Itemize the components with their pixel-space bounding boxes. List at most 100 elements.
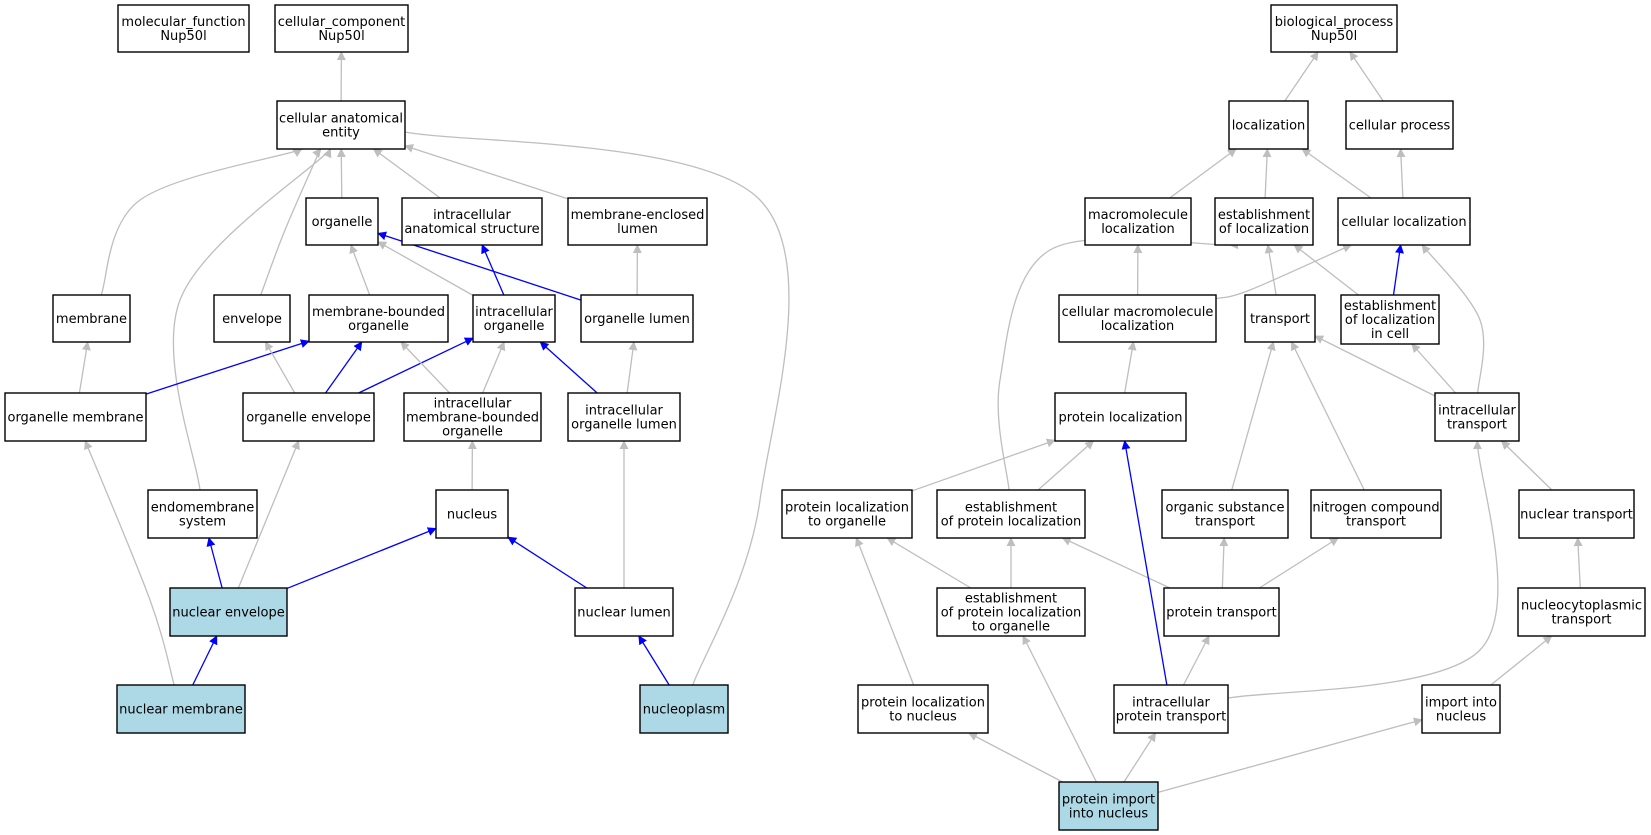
edge-organelle-to-cae: [336, 148, 346, 199]
node-box: [1345, 100, 1454, 150]
node-loc[interactable]: localization: [1228, 100, 1309, 150]
edge-nct2-to-nt: [1573, 537, 1583, 589]
node-box: [435, 489, 509, 539]
node-label-line: endomembrane: [151, 501, 255, 516]
node-ol[interactable]: organelle lumen: [580, 294, 694, 343]
edge-pt-to-epl: [1061, 537, 1171, 589]
node-envelope[interactable]: envelope: [213, 294, 291, 343]
node-box: [1161, 489, 1289, 539]
node-label-line: cellular anatomical: [279, 112, 403, 127]
node-label-line: establishment: [1344, 299, 1436, 314]
node-cp[interactable]: cellular process: [1345, 100, 1454, 150]
node-pl[interactable]: protein localization: [1054, 392, 1187, 442]
node-membrane[interactable]: membrane: [52, 294, 131, 343]
node-np[interactable]: nucleoplasm: [639, 684, 729, 734]
node-nucleus[interactable]: nucleus: [435, 489, 509, 539]
node-box: [274, 4, 409, 53]
node-box: [574, 587, 674, 637]
node-label-line: cellular process: [1349, 119, 1451, 134]
node-ne[interactable]: nuclear envelope: [169, 587, 288, 637]
node-label-line: nitrogen compound: [1312, 501, 1439, 516]
edge-om-to-membrane: [78, 341, 91, 394]
node-box: [242, 392, 375, 442]
node-label-line: intracellular: [475, 305, 553, 320]
edge-iol-to-io: [539, 341, 598, 394]
node-label-line: of protein localization: [941, 606, 1082, 621]
node-nt[interactable]: nuclear transport: [1518, 489, 1635, 539]
node-label-line: cellular macromolecule: [1062, 305, 1214, 320]
edge-pin-to-iin: [1157, 717, 1423, 794]
node-box: [1340, 294, 1440, 345]
node-organelle[interactable]: organelle: [305, 197, 379, 246]
edge-ne-to-es: [206, 537, 223, 589]
node-nl[interactable]: nuclear lumen: [574, 587, 674, 637]
node-label-line: of localization: [1345, 313, 1435, 328]
edge-eplo-to-plo: [886, 537, 972, 589]
node-label-line: to nucleus: [889, 710, 957, 725]
node-nm[interactable]: nuclear membrane: [116, 684, 246, 734]
edge-imbo-to-io: [482, 341, 506, 394]
node-box: [1058, 781, 1159, 831]
node-tr[interactable]: transport: [1244, 294, 1316, 343]
edge-it-to-cl: [1421, 244, 1485, 394]
node-box: [117, 4, 250, 53]
node-box: [1214, 197, 1314, 246]
node-label-line: organic substance: [1166, 501, 1285, 516]
node-pt[interactable]: protein transport: [1163, 587, 1280, 637]
edge-cml-to-cl: [1215, 244, 1352, 300]
node-label-line: nucleoplasm: [643, 703, 725, 718]
node-label-line: establishment: [1218, 208, 1310, 223]
node-label-line: import into: [1425, 696, 1497, 711]
node-label-line: intracellular: [1438, 404, 1516, 419]
node-box: [1310, 489, 1442, 539]
node-cl[interactable]: cellular localization: [1337, 197, 1471, 246]
edge-nm-to-om: [84, 440, 175, 686]
node-oe[interactable]: organelle envelope: [242, 392, 375, 442]
node-box: [1084, 197, 1192, 246]
node-label-line: to organelle: [972, 620, 1050, 635]
node-label-line: intracellular: [434, 397, 512, 412]
edge-cl-to-cp: [1396, 148, 1406, 199]
node-box: [1337, 197, 1471, 246]
node-box: [308, 294, 449, 343]
node-box: [1163, 587, 1280, 637]
edge-ml-to-loc: [1169, 148, 1237, 199]
edge-loc-to-bp: [1284, 51, 1319, 102]
node-label-line: molecular_function: [121, 15, 245, 30]
edge-it-to-elc: [1411, 343, 1457, 394]
edge-io-to-organelle: [377, 241, 474, 296]
node-om[interactable]: organelle membrane: [4, 392, 147, 442]
edge-tr-to-eol: [1264, 244, 1277, 296]
node-label-line: into nucleus: [1069, 807, 1149, 822]
node-label-line: intracellular: [1132, 696, 1210, 711]
edge-iol-to-ol: [626, 341, 638, 394]
node-label-line: anatomical structure: [404, 222, 539, 237]
edge-oe-to-mbo: [325, 341, 363, 394]
